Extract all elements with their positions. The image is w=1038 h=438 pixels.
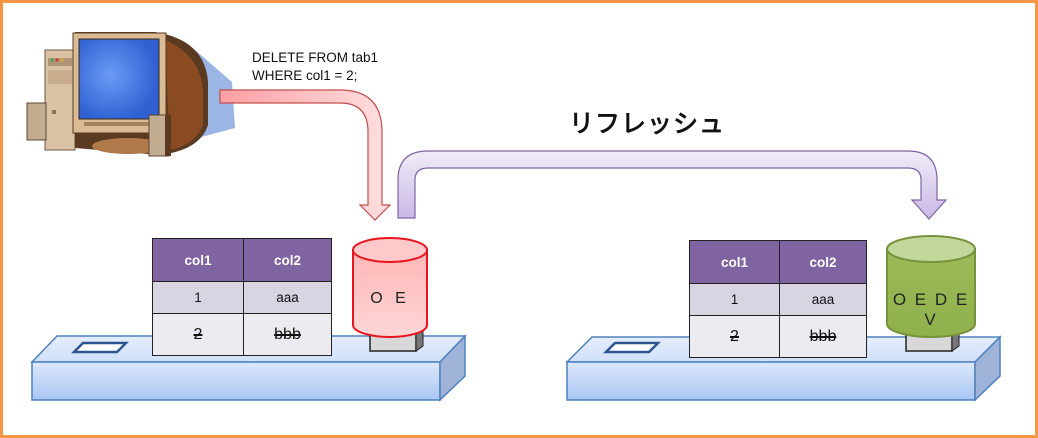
cell-col1: 2 bbox=[152, 313, 244, 356]
sql-line-1: DELETE FROM tab1 bbox=[252, 50, 379, 65]
cell-col1: 2 bbox=[689, 315, 780, 358]
table-row-deleted: 2 bbb bbox=[152, 313, 332, 356]
column-header-col2: col2 bbox=[243, 238, 332, 282]
refresh-label: リフレッシュ bbox=[569, 109, 726, 138]
source-table: col1 col2 1 aaa 2 bbb bbox=[152, 238, 332, 356]
cell-col2: aaa bbox=[243, 281, 332, 314]
table-header-row: col1 col2 bbox=[689, 240, 867, 284]
target-database-icon bbox=[886, 235, 976, 338]
delete-arrow bbox=[219, 89, 392, 221]
target-table: col1 col2 1 aaa 2 bbb bbox=[689, 240, 867, 358]
column-header-col1: col1 bbox=[689, 240, 780, 284]
desktop-computer-icon bbox=[26, 32, 235, 157]
column-header-col1: col1 bbox=[152, 238, 244, 282]
target-database-label: O E D E V bbox=[892, 290, 970, 329]
refresh-arrow bbox=[397, 150, 948, 220]
cell-col2: bbb bbox=[243, 313, 332, 356]
table-header-row: col1 col2 bbox=[152, 238, 332, 282]
cell-col2: bbb bbox=[779, 315, 867, 358]
column-header-col2: col2 bbox=[779, 240, 867, 284]
slot-icon bbox=[70, 341, 130, 354]
cell-col1: 1 bbox=[689, 283, 780, 316]
cell-col1: 1 bbox=[152, 281, 244, 314]
table-row-deleted: 2 bbb bbox=[689, 315, 867, 358]
source-server-platform bbox=[30, 324, 467, 402]
sql-line-2: WHERE col1 = 2; bbox=[252, 68, 358, 83]
source-database-icon bbox=[352, 237, 428, 338]
table-row: 1 aaa bbox=[689, 283, 867, 316]
source-database-label: O E bbox=[370, 290, 410, 307]
cell-col2: aaa bbox=[779, 283, 867, 316]
table-row: 1 aaa bbox=[152, 281, 332, 314]
slot-icon bbox=[602, 341, 662, 354]
